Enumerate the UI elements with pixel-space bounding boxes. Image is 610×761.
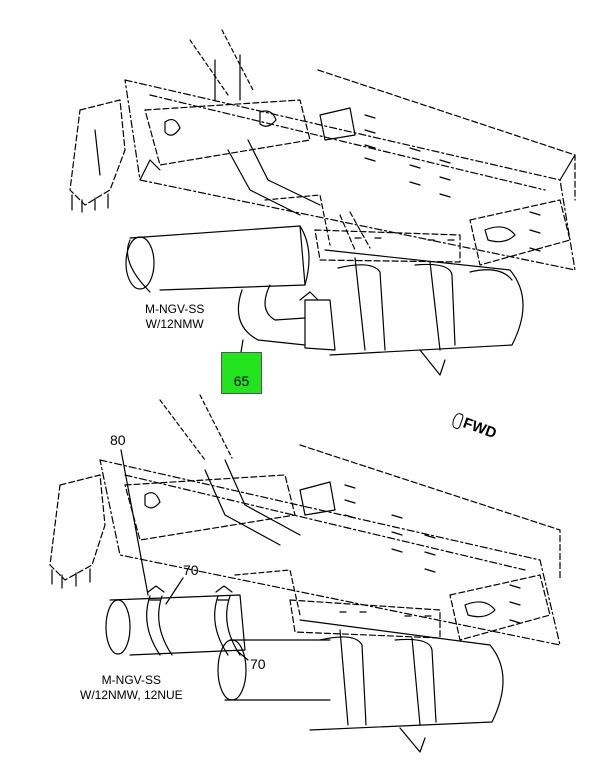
- part-65-hotspot[interactable]: 65: [221, 352, 262, 394]
- lower-config-note-line1: M-NGV-SS: [101, 673, 162, 687]
- upper-config-note-line2: W/12NMW: [145, 317, 204, 331]
- upper-exploded-view: [69, 29, 576, 376]
- callout-70-bottom-leader: [235, 649, 249, 661]
- lower-muffler-canister: [299, 619, 504, 753]
- callout-80-label[interactable]: 80: [110, 432, 126, 448]
- upper-tailpipe: [125, 225, 310, 293]
- upper-config-note-line1: M-NGV-SS: [145, 302, 205, 316]
- upper-cross-plate: [144, 99, 571, 266]
- callout-70-top-label[interactable]: 70: [183, 562, 199, 578]
- lower-cross-plate: [124, 474, 551, 641]
- lower-bolt-rows: [344, 484, 521, 624]
- callout-65-label: 65: [233, 373, 250, 389]
- lower-mount-bracket: [234, 569, 441, 639]
- callout-65-leader: [240, 339, 244, 353]
- lower-config-note: M-NGV-SS W/12NMW, 12NUE: [80, 673, 183, 703]
- upper-muffler-canister: [324, 211, 524, 376]
- callout-80-leader: [120, 449, 149, 596]
- upper-left-bracket: [69, 99, 126, 213]
- callout-70-bottom-label[interactable]: 70: [250, 656, 266, 672]
- lower-frame-rail: [99, 444, 561, 646]
- lower-vertical-pipe: [159, 394, 301, 546]
- upper-bolt-rows: [364, 114, 541, 252]
- lower-config-note-line2: W/12NMW, 12NUE: [80, 688, 183, 702]
- lower-tailpipe: [105, 594, 246, 656]
- upper-config-note: M-NGV-SS W/12NMW: [145, 302, 204, 332]
- lower-left-bracket: [49, 474, 106, 589]
- upper-vertical-pipe: [189, 29, 321, 216]
- lower-exploded-view: [49, 394, 561, 753]
- lower-clamps: [146, 585, 241, 656]
- callout-70-top-leader: [165, 577, 184, 605]
- upper-frame-rail: [124, 69, 576, 271]
- lower-intermediate-pipe: [217, 639, 331, 701]
- upper-elbow-pipe: [237, 284, 336, 351]
- upper-mount-bracket: [264, 194, 461, 263]
